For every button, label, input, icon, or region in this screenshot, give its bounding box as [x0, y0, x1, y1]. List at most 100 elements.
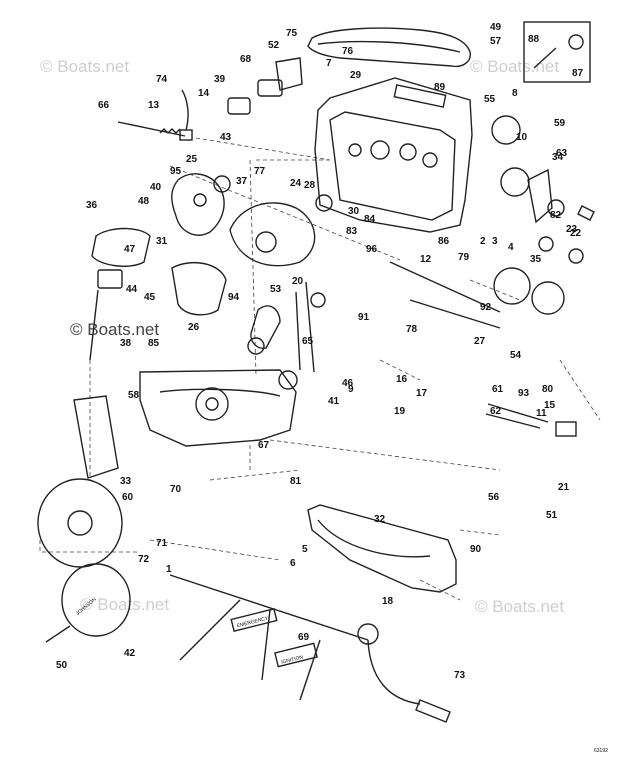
callout-72: 72	[138, 554, 150, 565]
switch-bracket-part	[527, 168, 553, 224]
callout-83: 83	[346, 226, 358, 237]
nut-part-a	[538, 236, 554, 252]
callout-3: 3	[492, 236, 498, 247]
callout-45: 45	[144, 292, 156, 303]
watermark-top-left: © Boats.net	[40, 57, 129, 76]
callout-14: 14	[198, 88, 210, 99]
callout-50: 50	[56, 660, 68, 671]
callout-20: 20	[292, 276, 304, 287]
callout-76: 76	[342, 46, 354, 57]
callout-59: 59	[554, 118, 566, 129]
callout-17: 17	[416, 388, 428, 399]
callout-63: 63	[556, 148, 568, 159]
housing-boss-part	[195, 387, 229, 421]
switch-part	[257, 79, 283, 97]
callout-11: 11	[536, 408, 547, 419]
cap-part	[547, 199, 565, 217]
solenoid-part	[227, 97, 251, 115]
callout-61: 61	[492, 384, 504, 395]
key-part	[577, 205, 595, 221]
ignition-tag-shape	[274, 642, 318, 668]
emergency-tag-shape	[230, 608, 278, 632]
callout-94: 94	[228, 292, 240, 303]
callout-47: 47	[124, 244, 136, 255]
cover-bracket-part	[171, 261, 227, 316]
inset-washer-part	[568, 34, 584, 50]
callout-49: 49	[490, 22, 502, 33]
control-box-frame	[314, 77, 473, 233]
rod-part-a	[487, 403, 549, 423]
callout-55: 55	[484, 94, 496, 105]
nut-part-b	[568, 248, 584, 264]
callout-19: 19	[394, 406, 406, 417]
top-cover-part	[307, 27, 471, 68]
callout-13: 13	[148, 100, 160, 111]
spring-part	[159, 128, 181, 134]
key-switch-part	[500, 167, 530, 197]
watermark-bottom-left: © Boats.net	[80, 595, 169, 614]
lower-cover-curve	[317, 519, 431, 558]
callout-77: 77	[254, 166, 266, 177]
callout-26: 26	[188, 322, 200, 333]
callout-23: 23	[566, 224, 578, 235]
horn-part	[97, 269, 123, 289]
lower-cover-part	[307, 504, 457, 593]
watermark-middle-left: © Boats.net	[70, 320, 159, 339]
callout-35: 35	[530, 254, 542, 265]
wire-harness-part-a	[389, 261, 501, 313]
callout-62: 62	[490, 406, 502, 417]
callout-9: 9	[348, 384, 354, 395]
callout-52: 52	[268, 40, 280, 51]
callout-96: 96	[366, 244, 378, 255]
spring-clip-part	[181, 89, 189, 131]
callout-78: 78	[406, 324, 418, 335]
handle-disc-part	[37, 478, 123, 568]
control-box-hole-c	[348, 143, 362, 157]
callout-92: 92	[480, 302, 492, 313]
lever-hub-part	[193, 193, 207, 207]
callout-95: 95	[170, 166, 182, 177]
callout-10: 10	[516, 132, 528, 143]
callout-41: 41	[328, 396, 340, 407]
link-pivot-part	[310, 292, 326, 308]
watermark-bottom-right: © Boats.net	[475, 597, 564, 616]
callout-60: 60	[122, 492, 134, 503]
callout-68: 68	[240, 54, 252, 65]
wiring-harness-branch-a	[179, 599, 241, 661]
callout-34: 34	[552, 152, 564, 163]
bracket-part	[275, 57, 303, 91]
lever-plate-part	[171, 173, 225, 236]
knob-part	[491, 115, 521, 145]
control-box-hole-a	[370, 140, 390, 160]
callout-24: 24	[290, 178, 302, 189]
bolt-part	[45, 625, 71, 643]
ignition-tag: IGNITION	[281, 654, 304, 665]
callout-54: 54	[510, 350, 522, 361]
guide-lines	[39, 137, 601, 601]
callout-65: 65	[302, 336, 314, 347]
callout-88: 88	[528, 34, 540, 45]
cable-rod-part	[117, 121, 186, 137]
callout-30: 30	[348, 206, 360, 217]
callout-90: 90	[470, 544, 482, 555]
callout-58: 58	[128, 390, 140, 401]
callout-27: 27	[474, 336, 486, 347]
bushing-part	[213, 175, 231, 193]
callout-1: 1	[166, 564, 172, 575]
cam-hub-part	[255, 231, 277, 253]
detent-hub-part	[247, 337, 265, 355]
callout-28: 28	[304, 180, 316, 191]
rod-part-b	[485, 413, 541, 429]
callout-31: 31	[156, 236, 168, 247]
callout-22: 22	[570, 228, 582, 239]
lever-rod-part	[89, 289, 99, 361]
callout-12: 12	[420, 254, 432, 265]
callout-4: 4	[508, 242, 514, 253]
callout-29: 29	[350, 70, 362, 81]
drawing-number: 63192	[594, 748, 608, 754]
callout-87: 87	[572, 68, 584, 79]
tachometer-part	[493, 267, 531, 305]
control-box-hole-d	[422, 152, 438, 168]
callout-69: 69	[298, 632, 310, 643]
